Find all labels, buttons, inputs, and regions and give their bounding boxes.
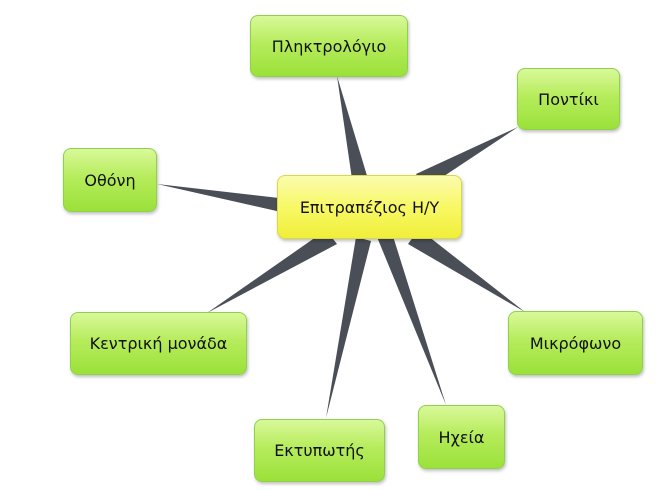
node-mouse[interactable]: Ποντίκι bbox=[517, 68, 620, 130]
node-speakers[interactable]: Ηχεία bbox=[418, 405, 505, 469]
connector-keyboard bbox=[337, 76, 368, 179]
node-microphone-label: Μικρόφωνο bbox=[529, 333, 622, 353]
connector-printer bbox=[326, 237, 371, 418]
connector-mouse bbox=[416, 127, 518, 188]
node-printer-label: Εκτυπωτής bbox=[274, 441, 365, 460]
node-keyboard[interactable]: Πληκτρολόγιο bbox=[250, 15, 408, 77]
node-central-unit[interactable]: Κεντρική μονάδα bbox=[70, 312, 247, 375]
connector-microphone bbox=[408, 229, 525, 312]
connector-central-unit bbox=[207, 230, 337, 313]
node-microphone[interactable]: Μικρόφωνο bbox=[508, 311, 643, 375]
node-monitor-label: Οθόνη bbox=[84, 170, 136, 190]
node-central-unit-label: Κεντρική μονάδα bbox=[89, 334, 228, 353]
connector-monitor bbox=[157, 184, 281, 212]
node-speakers-label: Ηχεία bbox=[438, 427, 485, 447]
node-center[interactable]: Επιτραπέζιος Η/Υ bbox=[277, 175, 462, 239]
node-mouse-label: Ποντίκι bbox=[538, 89, 599, 109]
node-keyboard-label: Πληκτρολόγιο bbox=[271, 36, 387, 56]
node-monitor[interactable]: Οθόνη bbox=[63, 148, 157, 212]
node-printer[interactable]: Εκτυπωτής bbox=[254, 419, 385, 482]
node-center-label: Επιτραπέζιος Η/Υ bbox=[299, 197, 440, 217]
connector-speakers bbox=[377, 233, 446, 405]
